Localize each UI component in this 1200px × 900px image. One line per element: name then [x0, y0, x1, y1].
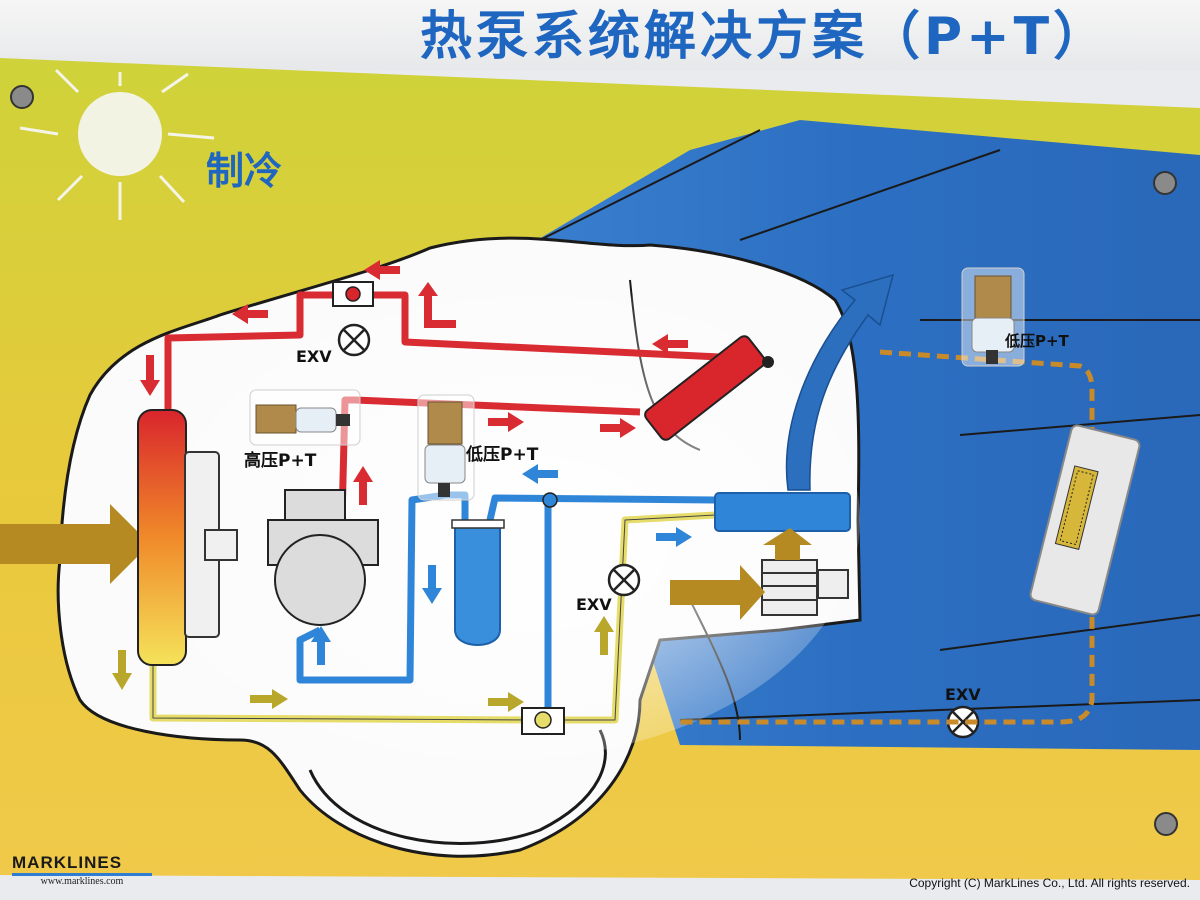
radiator-fan — [184, 451, 238, 638]
controller-module — [1029, 424, 1141, 616]
compressor — [267, 489, 379, 626]
exv-label-right: EXV — [945, 685, 981, 704]
mounting-screws — [10, 85, 1178, 836]
blower-up-arrow — [763, 528, 812, 560]
low-pressure-sensor — [417, 394, 475, 501]
title-strip: 热泵系统解决方案（P+T） — [0, 0, 1200, 70]
accumulator — [454, 524, 501, 646]
condenser — [137, 409, 187, 666]
blower-in-arrow — [670, 565, 765, 620]
flow-arrows-red — [140, 260, 688, 505]
pipe-junctions — [332, 281, 565, 735]
car-wheel-arch — [308, 729, 607, 845]
mode-label: 制冷 — [206, 149, 282, 193]
low-pressure-sensor-label: 低压P+T — [465, 444, 539, 465]
logo-url: www.marklines.com — [40, 876, 124, 887]
flow-arrows-yellow — [112, 616, 614, 712]
low-pressure-sensor-right-label: 低压P+T — [1004, 332, 1070, 350]
airflow-in-arrow — [0, 504, 150, 584]
high-pressure-sensor-label: 高压P+T — [244, 450, 317, 471]
sun-icon — [19, 68, 215, 220]
exv-valve-top — [337, 323, 371, 357]
copyright-notice: Copyright (C) MarkLines Co., Ltd. All ri… — [909, 876, 1190, 890]
car-roof-line — [539, 129, 1200, 321]
flow-arrows-blue — [311, 464, 692, 665]
exv-label-top: EXV — [296, 347, 332, 366]
logo-text: MARKLINES — [12, 854, 152, 876]
exv-label-middle: EXV — [576, 595, 612, 614]
page-title: 热泵系统解决方案（P+T） — [420, 7, 1110, 67]
high-pressure-sensor — [249, 389, 361, 446]
exv-valve-middle — [607, 563, 641, 597]
front-heat-exchanger — [644, 335, 774, 441]
marklines-logo: MARKLINES www.marklines.com — [12, 854, 152, 888]
low-pressure-sensor-right — [961, 267, 1025, 367]
hvac-evaporator — [714, 492, 851, 532]
accumulator-cap — [451, 519, 505, 529]
cabin-air-arrow — [785, 273, 895, 491]
blower — [761, 559, 849, 616]
